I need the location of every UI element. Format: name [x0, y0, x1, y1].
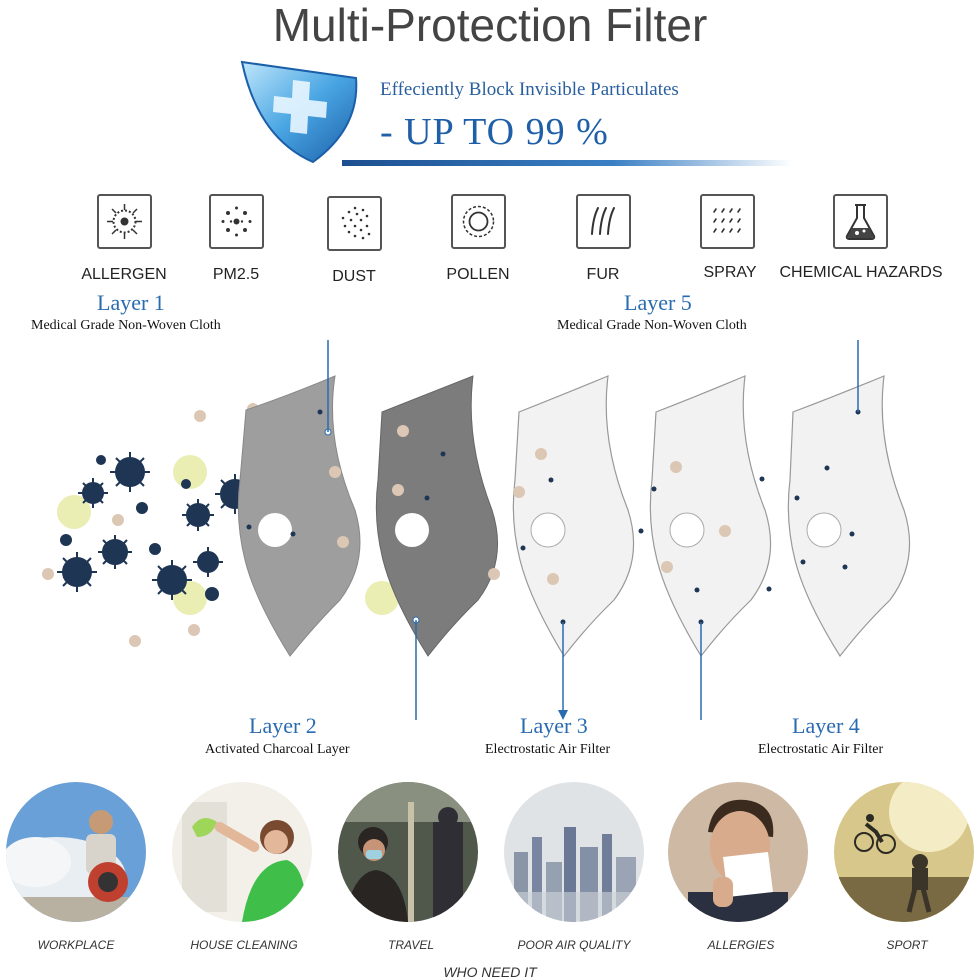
use-label-travel: TRAVEL: [387, 938, 435, 952]
callout-arrows: [327, 340, 859, 720]
use-label-workplace: WORKPLACE: [37, 938, 115, 952]
protection-label-spray: SPRAY: [703, 264, 757, 281]
allergen-icon: [97, 194, 152, 249]
fur-icon: [576, 194, 631, 249]
who-need-it-heading: WHO NEED IT: [443, 964, 537, 980]
tagline: Effeciently Block Invisible Particulates: [380, 79, 679, 100]
spray-icon: [700, 194, 755, 249]
layer-4-title: Layer 4: [792, 713, 860, 738]
layer-3-desc: Electrostatic Air Filter: [485, 742, 611, 757]
efficiency-text: - UP TO 99 %: [380, 111, 609, 153]
page-title: Multi-Protection Filter: [272, 0, 708, 51]
filter-layer-4: [649, 375, 772, 658]
use-label-allergies: ALLERGIES: [707, 938, 775, 952]
sport-photo: [834, 782, 974, 922]
shield-plus-icon: [238, 58, 363, 168]
chemical-flask-icon: [833, 194, 888, 249]
allergies-photo: [668, 782, 808, 922]
virus-cluster: [57, 452, 255, 601]
arrow-heads: [558, 710, 568, 720]
use-label-sport: SPORT: [886, 938, 928, 952]
layer-1-desc: Medical Grade Non-Woven Cloth: [31, 318, 221, 333]
filter-layer-2: [375, 375, 500, 657]
layer-3-title: Layer 3: [520, 713, 588, 738]
travel-photo: [338, 782, 478, 922]
use-label-poor-air-quality: POOR AIR QUALITY: [517, 938, 631, 952]
layer-4-desc: Electrostatic Air Filter: [758, 742, 884, 757]
layer-5-desc: Medical Grade Non-Woven Cloth: [557, 318, 747, 333]
workplace-photo: [6, 782, 146, 922]
filter-layers-diagram: [42, 340, 911, 720]
layer-2-desc: Activated Charcoal Layer: [205, 742, 350, 757]
tagline-underline: [342, 160, 792, 166]
protection-label-allergen: ALLERGEN: [81, 266, 167, 283]
dust-icon: [327, 196, 382, 251]
protection-label-pm25: PM2.5: [212, 266, 260, 283]
pollen-icon: [451, 194, 506, 249]
house-cleaning-photo: [172, 782, 312, 922]
protection-label-fur: FUR: [586, 266, 620, 283]
protection-label-chemical-hazards: CHEMICAL HAZARDS: [779, 264, 943, 281]
particles-background: [42, 403, 399, 647]
filter-layer-5: [787, 375, 911, 658]
layer-1-title: Layer 1: [97, 290, 165, 315]
layer-2-title: Layer 2: [249, 713, 317, 738]
protection-label-dust: DUST: [332, 268, 376, 285]
use-label-house-cleaning: HOUSE CLEANING: [190, 938, 298, 952]
layer-5-title: Layer 5: [624, 290, 692, 315]
filter-layer-1: [237, 375, 361, 657]
pm25-icon: [209, 194, 264, 249]
poor-air-quality-photo: [504, 782, 644, 922]
protection-label-pollen: POLLEN: [446, 266, 510, 283]
filter-layer-3: [512, 375, 644, 658]
